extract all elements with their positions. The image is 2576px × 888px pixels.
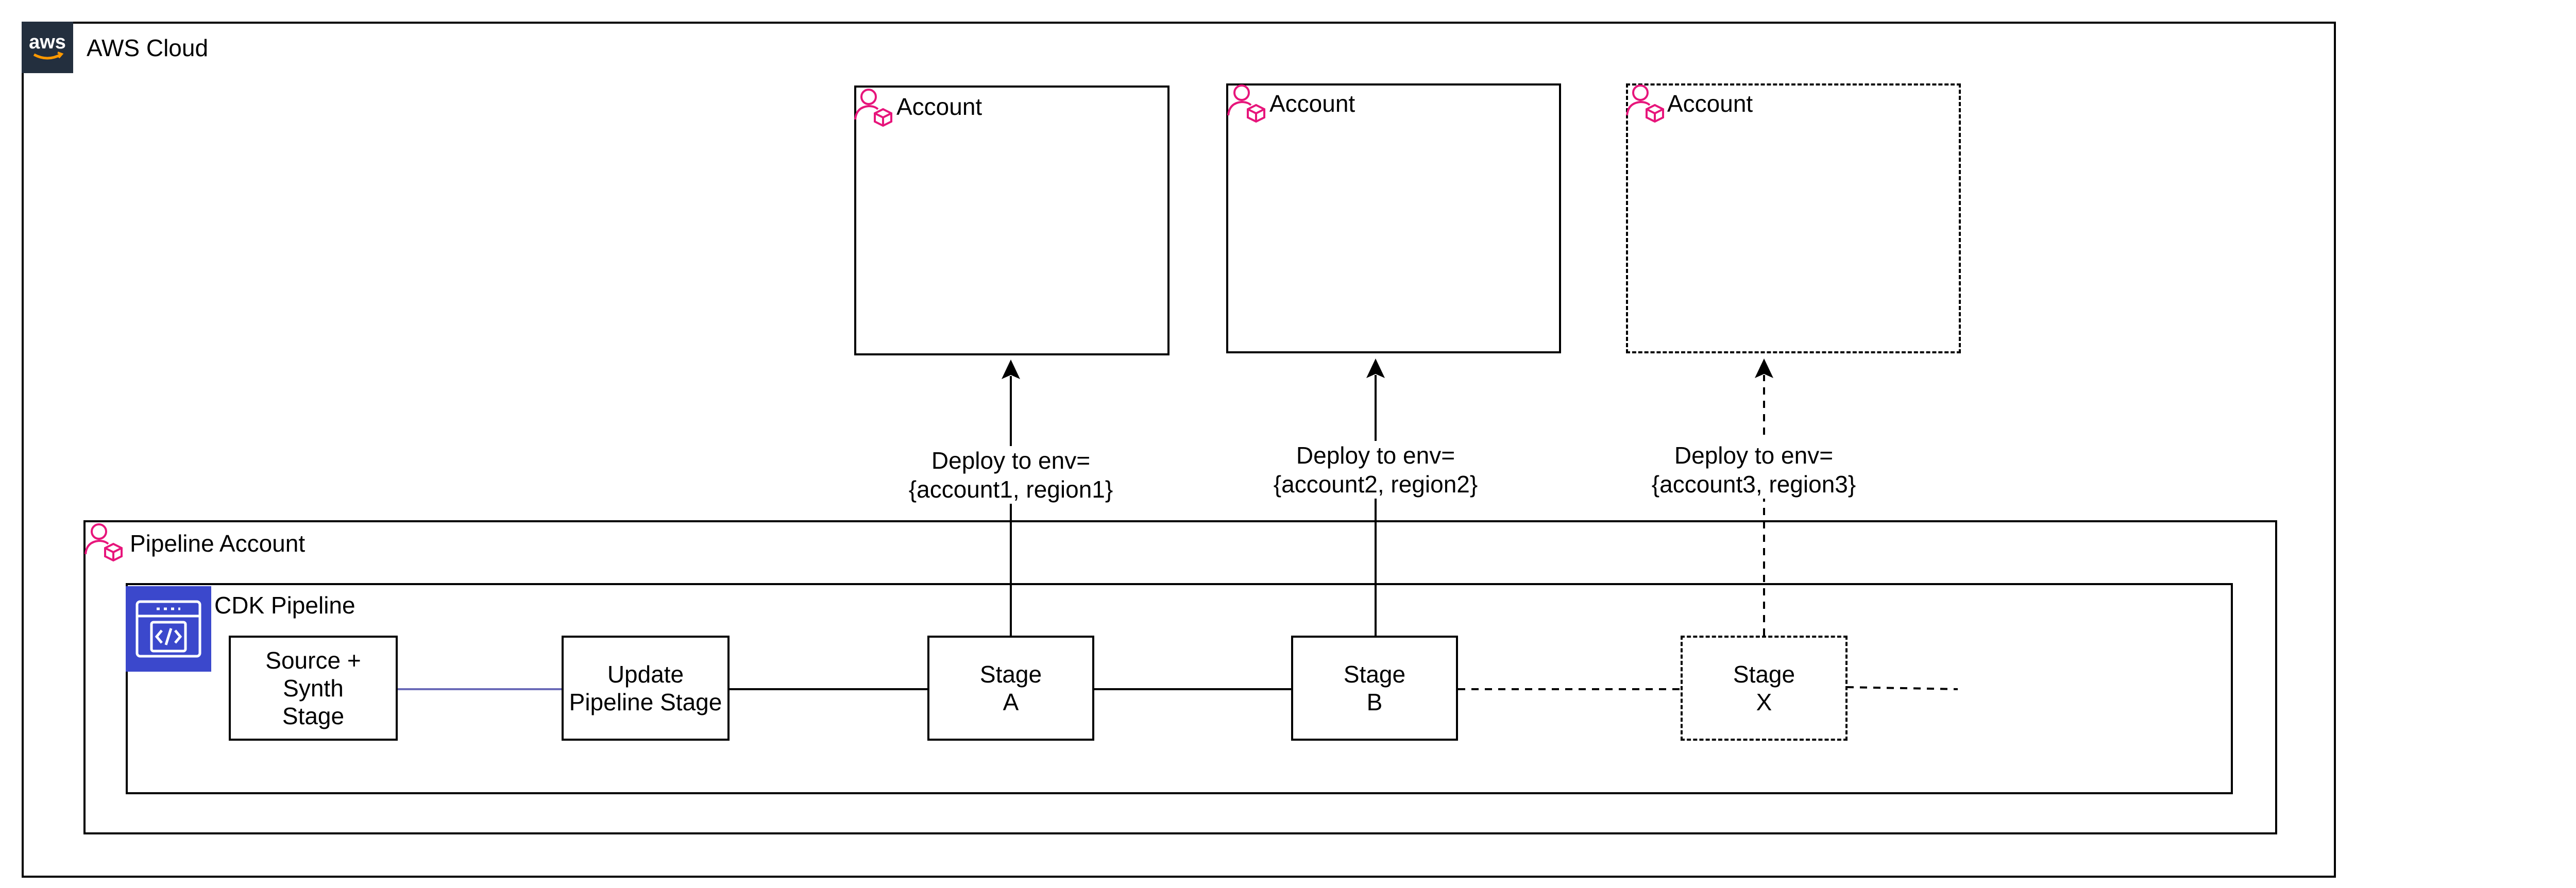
deploy-label-3-line1: Deploy to env=	[1674, 442, 1834, 469]
stage-update-line2: Pipeline Stage	[569, 689, 722, 715]
account-user-icon	[853, 86, 893, 127]
stage-source-line1: Source +	[265, 647, 361, 674]
svg-text:aws: aws	[29, 31, 66, 53]
stage-x: Stage X	[1681, 636, 1848, 741]
stage-a-line2: A	[1003, 689, 1019, 715]
stage-b-line1: Stage	[1343, 661, 1406, 688]
account-label-2: Account	[1269, 90, 1355, 117]
account-user-icon	[1625, 81, 1665, 123]
aws-logo-icon: aws	[22, 22, 73, 73]
deploy-label-2: Deploy to env= {account2, region2}	[1273, 441, 1479, 499]
stage-source-line2: Synth	[283, 675, 344, 702]
deploy-label-2-line2: {account2, region2}	[1273, 471, 1478, 498]
account-box-3	[1626, 83, 1961, 353]
aws-cloud-group	[22, 22, 2336, 878]
stage-source-synth: Source + Synth Stage	[229, 636, 398, 741]
deploy-label-3: Deploy to env= {account3, region3}	[1651, 441, 1857, 499]
deploy-label-3-line2: {account3, region3}	[1651, 471, 1856, 498]
pipeline-account-group	[83, 520, 2277, 834]
account-label-1: Account	[896, 93, 982, 120]
connector-stage-x-next	[1846, 686, 1958, 690]
deploy-label-1-line1: Deploy to env=	[931, 447, 1091, 474]
account-user-icon	[83, 520, 124, 562]
deploy-arrowhead-x	[1755, 358, 1773, 378]
account-label-3: Account	[1667, 90, 1753, 117]
deploy-arrowhead-a	[1002, 360, 1020, 379]
aws-cloud-label: AWS Cloud	[87, 35, 209, 61]
account-box-1	[854, 86, 1170, 355]
stage-x-line1: Stage	[1733, 661, 1795, 688]
stage-a-line1: Stage	[979, 661, 1042, 688]
stage-b: Stage B	[1291, 636, 1458, 741]
cdk-pipeline-group	[126, 583, 2233, 794]
deploy-label-1: Deploy to env= {account1, region1}	[908, 446, 1114, 504]
stage-update-pipeline: Update Pipeline Stage	[562, 636, 730, 741]
pipeline-account-label: Pipeline Account	[130, 530, 306, 557]
deploy-label-1-line2: {account1, region1}	[908, 476, 1113, 503]
account-user-icon	[1226, 81, 1266, 123]
deploy-label-2-line1: Deploy to env=	[1296, 442, 1455, 469]
stage-x-line2: X	[1756, 689, 1772, 715]
deploy-arrowhead-b	[1366, 358, 1385, 378]
stage-source-line3: Stage	[282, 703, 345, 729]
stage-a: Stage A	[927, 636, 1094, 741]
stage-update-line1: Update	[607, 661, 684, 688]
cdk-pipeline-label: CDK Pipeline	[214, 592, 355, 619]
stage-b-line2: B	[1366, 689, 1383, 715]
account-box-2	[1226, 83, 1561, 353]
codepipeline-icon	[126, 586, 211, 672]
